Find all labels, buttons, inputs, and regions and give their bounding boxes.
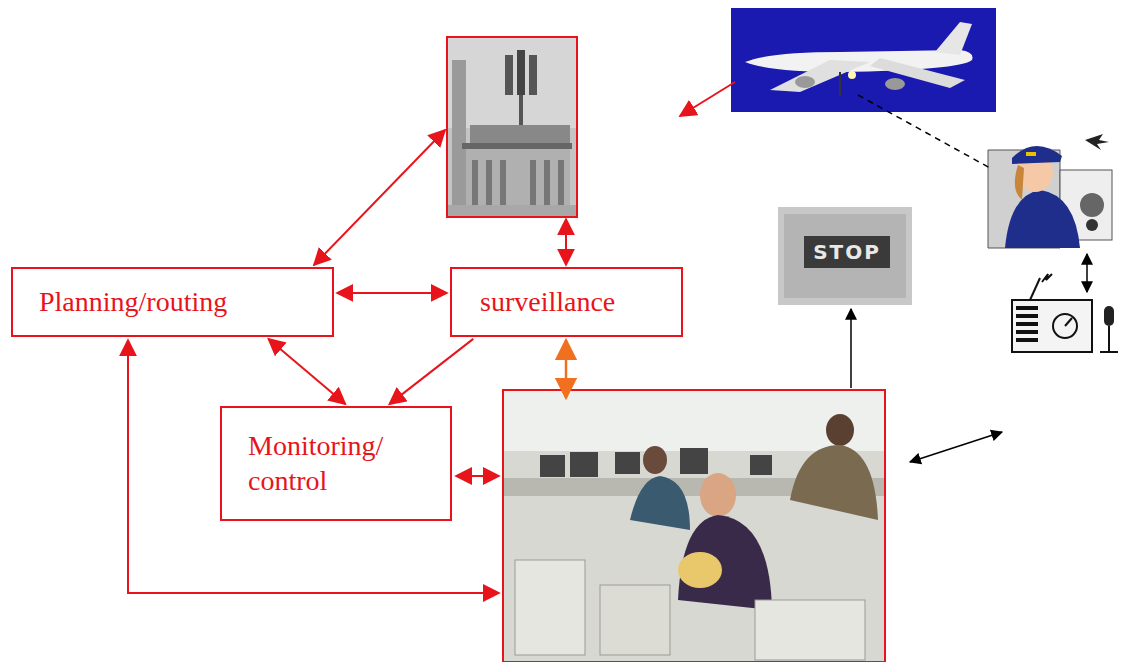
airplane-picture xyxy=(731,8,996,112)
node-text: surveillance xyxy=(480,285,615,319)
process-box: surveillance xyxy=(450,267,683,337)
stop-picture xyxy=(778,207,912,305)
connector-arrow xyxy=(268,339,345,404)
process-box: Planning/routing xyxy=(11,267,334,337)
connector-arrow xyxy=(337,292,447,294)
node-text: Monitoring/ control xyxy=(248,429,442,497)
control-room-photo xyxy=(503,390,885,662)
pilot-cartoon xyxy=(988,134,1112,248)
sign-text: STOP xyxy=(804,236,890,268)
picture-links xyxy=(128,82,1087,593)
node-text: Planning/routing xyxy=(39,285,227,319)
radar-photo xyxy=(447,37,577,217)
radio-icon xyxy=(1012,274,1118,352)
dashed-link xyxy=(858,95,990,168)
process-box: Monitoring/ control xyxy=(220,406,452,521)
connector-arrow xyxy=(389,339,473,404)
